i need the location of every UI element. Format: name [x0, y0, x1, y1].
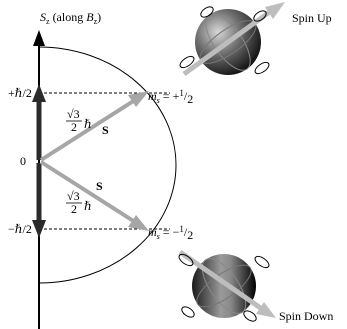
minus-hbar-half-label: −ℏ/2 [8, 222, 32, 236]
sz-up-arrowhead [32, 84, 46, 102]
s-vector-up [39, 98, 137, 162]
plus-hbar-half-label: +ℏ/2 [8, 86, 32, 100]
s-vector-down [39, 160, 137, 224]
spin-down-label: Spin Down [279, 309, 333, 323]
svg-text:ℏ: ℏ [84, 199, 92, 213]
svg-text:√3: √3 [67, 107, 80, 121]
spin-cone-semicircle [38, 46, 177, 284]
magnitude-label-lower: √3 2 ℏ [66, 189, 92, 216]
sz-axis-label: Sz (along Bz) [40, 10, 101, 26]
spin-down-sphere [178, 249, 276, 322]
s-vector-down-arrowhead [128, 215, 149, 231]
sz-axis-arrowhead [33, 30, 45, 46]
spin-up-sphere [179, 2, 285, 77]
zero-label: 0 [20, 154, 26, 168]
svg-text:2: 2 [71, 120, 77, 134]
ms-minus-label: ms = −1/2 [148, 224, 193, 242]
s-vector-up-label: S [102, 123, 109, 137]
s-vector-down-label: S [96, 179, 103, 193]
ms-plus-label: ms = +1/2 [148, 88, 193, 106]
svg-text:2: 2 [71, 202, 77, 216]
svg-text:√3: √3 [67, 189, 80, 203]
s-vector-up-arrowhead [128, 91, 149, 107]
svg-text:ℏ: ℏ [84, 117, 92, 131]
sz-down-arrowhead [32, 220, 46, 238]
magnitude-label-upper: √3 2 ℏ [66, 107, 92, 134]
spin-up-label: Spin Up [292, 11, 332, 25]
